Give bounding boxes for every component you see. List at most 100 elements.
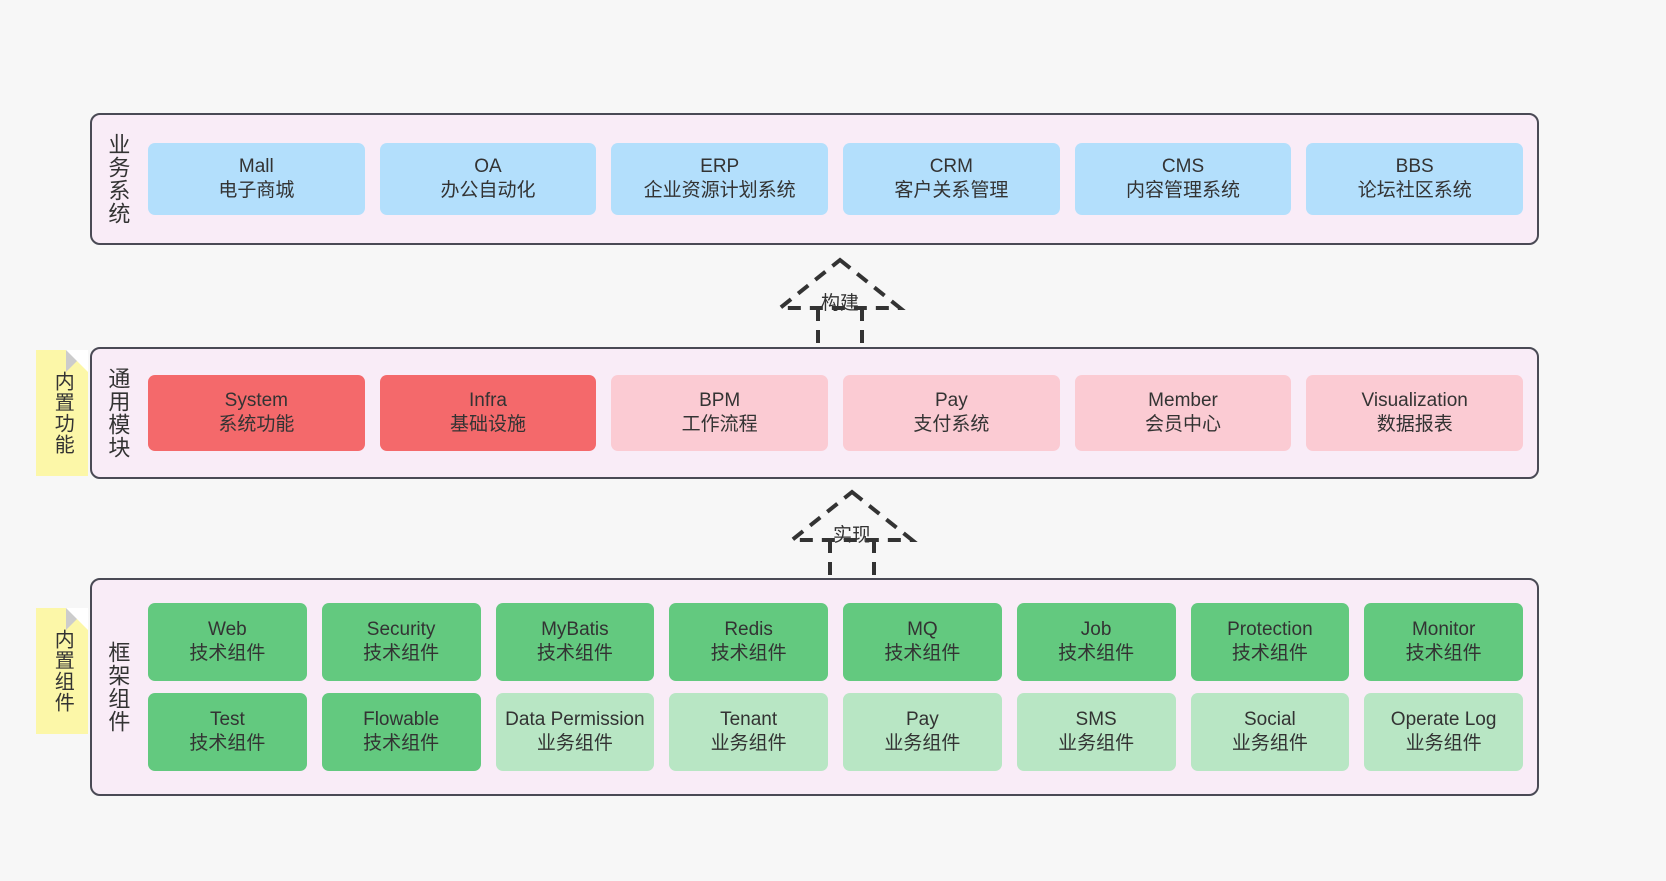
card-subtitle: 支付系统 bbox=[913, 414, 990, 435]
card-tenant[interactable]: Tenant 业务组件 bbox=[669, 693, 828, 771]
card-subtitle: 客户关系管理 bbox=[894, 180, 1009, 201]
card-operate-log[interactable]: Operate Log 业务组件 bbox=[1364, 693, 1523, 771]
connector-build: 构建 bbox=[740, 252, 940, 352]
card-title: Security bbox=[366, 618, 436, 640]
card-social[interactable]: Social 业务组件 bbox=[1190, 693, 1350, 771]
card-title: Pay bbox=[906, 708, 939, 730]
card-title: MQ bbox=[907, 618, 938, 640]
card-title: OA bbox=[474, 155, 502, 177]
card-system[interactable]: System 系统功能 bbox=[148, 375, 365, 451]
card-subtitle: 技术组件 bbox=[363, 733, 440, 754]
card-subtitle: 系统功能 bbox=[218, 414, 295, 435]
card-flowable[interactable]: Flowable 技术组件 bbox=[321, 693, 481, 771]
card-monitor[interactable]: Monitor 技术组件 bbox=[1364, 603, 1523, 681]
card-title: Pay bbox=[934, 389, 968, 411]
sticky-note-label: 内置组件 bbox=[51, 629, 74, 713]
layer-business-systems: 业务系统 Mall 电子商城 OA 办公自动化 ERP 企业资源计划系统 CRM… bbox=[90, 113, 1539, 245]
card-crm[interactable]: CRM 客户关系管理 bbox=[843, 143, 1060, 215]
card-subtitle: 企业资源计划系统 bbox=[643, 180, 796, 201]
card-subtitle: 办公自动化 bbox=[440, 180, 536, 201]
card-title: Visualization bbox=[1361, 389, 1468, 411]
card-subtitle: 工作流程 bbox=[681, 414, 758, 435]
card-bpm[interactable]: BPM 工作流程 bbox=[611, 375, 829, 451]
card-subtitle: 业务组件 bbox=[1405, 733, 1482, 754]
card-title: Social bbox=[1244, 708, 1296, 730]
card-title: MyBatis bbox=[541, 618, 609, 640]
sticky-note-label: 内置功能 bbox=[51, 371, 74, 455]
card-visualization[interactable]: Visualization 数据报表 bbox=[1306, 375, 1524, 451]
card-subtitle: 技术组件 bbox=[884, 643, 961, 664]
layer-body-business-systems: Mall 电子商城 OA 办公自动化 ERP 企业资源计划系统 CRM 客户关系… bbox=[142, 115, 1537, 243]
card-subtitle: 业务组件 bbox=[536, 733, 613, 754]
card-subtitle: 技术组件 bbox=[710, 643, 787, 664]
card-protection[interactable]: Protection 技术组件 bbox=[1190, 603, 1350, 681]
card-pay-component[interactable]: Pay 业务组件 bbox=[843, 693, 1002, 771]
layer-title-business-systems: 业务系统 bbox=[105, 133, 131, 225]
card-subtitle: 业务组件 bbox=[710, 733, 787, 754]
layer-framework-components: 框架组件 Web 技术组件 Security 技术组件 MyBatis 技术组件… bbox=[90, 578, 1539, 796]
card-row: System 系统功能 Infra 基础设施 BPM 工作流程 Pay 支付系统… bbox=[148, 375, 1524, 451]
card-bbs[interactable]: BBS 论坛社区系统 bbox=[1306, 143, 1524, 215]
card-subtitle: 会员中心 bbox=[1145, 414, 1222, 435]
card-redis[interactable]: Redis 技术组件 bbox=[669, 603, 828, 681]
card-title: Web bbox=[208, 618, 247, 640]
card-pay-module[interactable]: Pay 支付系统 bbox=[843, 375, 1060, 451]
card-subtitle: 数据报表 bbox=[1376, 414, 1453, 435]
card-title: CMS bbox=[1161, 155, 1205, 177]
card-title: CRM bbox=[929, 155, 973, 177]
card-mq[interactable]: MQ 技术组件 bbox=[843, 603, 1002, 681]
card-erp[interactable]: ERP 企业资源计划系统 bbox=[611, 143, 829, 215]
layer-body-framework-components: Web 技术组件 Security 技术组件 MyBatis 技术组件 Redi… bbox=[142, 580, 1537, 794]
card-row-technical: Web 技术组件 Security 技术组件 MyBatis 技术组件 Redi… bbox=[148, 603, 1523, 681]
card-sms[interactable]: SMS 业务组件 bbox=[1016, 693, 1176, 771]
card-title: Job bbox=[1080, 618, 1112, 640]
card-subtitle: 业务组件 bbox=[1058, 733, 1135, 754]
card-subtitle: 技术组件 bbox=[536, 643, 613, 664]
card-subtitle: 电子商城 bbox=[218, 180, 295, 201]
card-subtitle: 技术组件 bbox=[1058, 643, 1135, 664]
card-title: System bbox=[224, 389, 289, 411]
card-infra[interactable]: Infra 基础设施 bbox=[379, 375, 597, 451]
card-test[interactable]: Test 技术组件 bbox=[148, 693, 307, 771]
card-title: BPM bbox=[699, 389, 741, 411]
layer-body-common-modules: System 系统功能 Infra 基础设施 BPM 工作流程 Pay 支付系统… bbox=[142, 349, 1537, 477]
card-data-permission[interactable]: Data Permission 业务组件 bbox=[495, 693, 655, 771]
card-title: Redis bbox=[724, 618, 773, 640]
card-subtitle: 技术组件 bbox=[363, 643, 440, 664]
generalization-arrow-icon bbox=[786, 489, 918, 584]
card-job[interactable]: Job 技术组件 bbox=[1016, 603, 1176, 681]
card-title: Protection bbox=[1227, 618, 1313, 640]
card-web[interactable]: Web 技术组件 bbox=[148, 603, 307, 681]
card-subtitle: 技术组件 bbox=[1231, 643, 1308, 664]
card-mall[interactable]: Mall 电子商城 bbox=[148, 143, 365, 215]
card-subtitle: 技术组件 bbox=[189, 733, 266, 754]
card-title: ERP bbox=[700, 155, 740, 177]
card-security[interactable]: Security 技术组件 bbox=[321, 603, 481, 681]
card-title: SMS bbox=[1075, 708, 1117, 730]
card-subtitle: 业务组件 bbox=[884, 733, 961, 754]
connector-implement: 实现 bbox=[752, 484, 952, 584]
layer-title-common-modules: 通用模块 bbox=[105, 367, 131, 459]
card-oa[interactable]: OA 办公自动化 bbox=[379, 143, 597, 215]
card-subtitle: 内容管理系统 bbox=[1126, 180, 1241, 201]
card-title: Flowable bbox=[363, 708, 440, 730]
card-title: Data Permission bbox=[505, 708, 645, 730]
card-title: BBS bbox=[1395, 155, 1434, 177]
card-cms[interactable]: CMS 内容管理系统 bbox=[1074, 143, 1292, 215]
card-subtitle: 业务组件 bbox=[1231, 733, 1308, 754]
card-mybatis[interactable]: MyBatis 技术组件 bbox=[495, 603, 655, 681]
card-title: Test bbox=[209, 708, 245, 730]
layer-title-framework-components: 框架组件 bbox=[105, 641, 131, 733]
card-subtitle: 论坛社区系统 bbox=[1357, 180, 1472, 201]
layer-common-modules: 通用模块 System 系统功能 Infra 基础设施 BPM 工作流程 Pay… bbox=[90, 347, 1539, 479]
card-title: Mall bbox=[238, 155, 274, 177]
card-title: Monitor bbox=[1411, 618, 1476, 640]
sticky-note-builtin-component: 内置组件 bbox=[36, 608, 88, 734]
card-subtitle: 技术组件 bbox=[1405, 643, 1482, 664]
generalization-arrow-icon bbox=[774, 257, 906, 352]
card-member[interactable]: Member 会员中心 bbox=[1074, 375, 1292, 451]
card-title: Operate Log bbox=[1390, 708, 1497, 730]
card-row-business: Test 技术组件 Flowable 技术组件 Data Permission … bbox=[148, 693, 1523, 771]
card-title: Member bbox=[1148, 389, 1218, 411]
